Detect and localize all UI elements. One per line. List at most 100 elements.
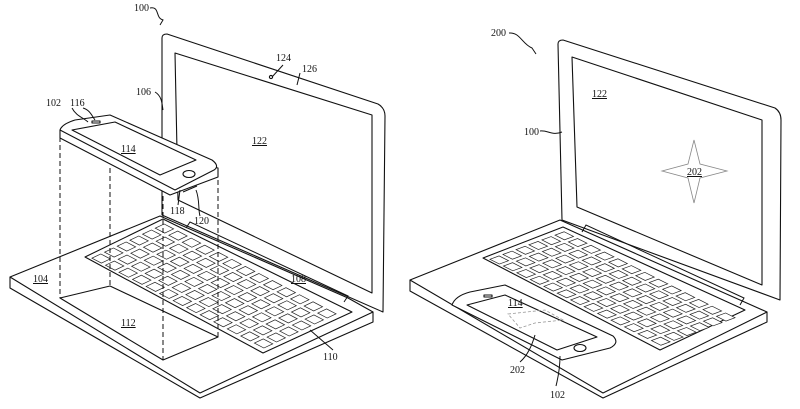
key bbox=[156, 249, 177, 260]
key bbox=[236, 279, 257, 290]
key bbox=[648, 278, 669, 288]
laptop-figure-200: 200 122 100 202 114 202 102 bbox=[409, 28, 782, 401]
key bbox=[515, 245, 536, 255]
key bbox=[278, 326, 299, 337]
key bbox=[609, 293, 630, 303]
key bbox=[263, 293, 284, 304]
key bbox=[252, 325, 273, 336]
key bbox=[276, 287, 297, 298]
key bbox=[528, 241, 549, 250]
hinge bbox=[581, 224, 745, 306]
key bbox=[117, 254, 138, 265]
key bbox=[129, 235, 150, 246]
key bbox=[240, 331, 260, 342]
key bbox=[662, 308, 683, 318]
key bbox=[237, 292, 258, 303]
key bbox=[222, 258, 243, 269]
key bbox=[568, 272, 590, 282]
key bbox=[676, 327, 697, 336]
key bbox=[688, 299, 709, 308]
ref-arrow bbox=[149, 7, 164, 26]
key bbox=[622, 288, 643, 298]
key bbox=[515, 257, 536, 267]
label-122: 122 bbox=[592, 89, 607, 100]
key bbox=[196, 270, 217, 281]
leader-lines bbox=[71, 64, 334, 351]
key bbox=[130, 248, 150, 259]
home-button bbox=[573, 343, 587, 353]
key bbox=[249, 273, 270, 284]
display-122 bbox=[571, 56, 763, 286]
label-114: 114 bbox=[121, 144, 136, 155]
key bbox=[104, 260, 125, 271]
star-image-202-phone bbox=[507, 309, 565, 329]
key bbox=[621, 265, 642, 275]
phone-screen-114 bbox=[71, 121, 197, 176]
key bbox=[634, 271, 656, 281]
key bbox=[262, 280, 283, 291]
key bbox=[582, 279, 603, 289]
label-102: 102 bbox=[550, 390, 565, 401]
key bbox=[583, 302, 604, 312]
key bbox=[582, 291, 604, 301]
key bbox=[623, 311, 644, 321]
key bbox=[594, 251, 615, 261]
key bbox=[183, 263, 204, 274]
key bbox=[595, 274, 616, 284]
key bbox=[636, 306, 657, 316]
label-114: 114 bbox=[508, 298, 523, 309]
key bbox=[648, 290, 670, 300]
key bbox=[635, 295, 657, 305]
key bbox=[223, 285, 244, 296]
key bbox=[608, 270, 629, 279]
key bbox=[226, 324, 247, 335]
key bbox=[209, 264, 230, 275]
key bbox=[569, 296, 591, 306]
reference-numerals: 122 100 202 114 202 102 bbox=[508, 89, 702, 401]
key bbox=[199, 310, 220, 321]
key bbox=[141, 229, 162, 240]
speaker bbox=[483, 294, 493, 298]
key bbox=[170, 269, 191, 280]
key bbox=[541, 247, 562, 257]
key bbox=[675, 303, 696, 313]
key bbox=[210, 278, 231, 288]
key bbox=[235, 266, 256, 276]
key bbox=[554, 231, 575, 241]
key bbox=[489, 255, 510, 265]
key bbox=[622, 300, 644, 309]
key bbox=[212, 304, 233, 315]
ref-label-200: 200 bbox=[491, 28, 506, 39]
key bbox=[689, 310, 710, 320]
key bbox=[542, 271, 563, 280]
key bbox=[197, 284, 218, 294]
key bbox=[158, 288, 179, 299]
label-108: 108 bbox=[291, 274, 306, 285]
key bbox=[650, 325, 671, 335]
key bbox=[569, 284, 590, 294]
key bbox=[195, 244, 216, 255]
hinge-108 bbox=[185, 221, 349, 303]
key bbox=[195, 257, 216, 268]
key bbox=[649, 313, 670, 323]
label-104: 104 bbox=[33, 274, 48, 285]
key bbox=[636, 318, 657, 328]
key bbox=[555, 277, 577, 287]
key bbox=[689, 322, 710, 332]
key bbox=[610, 316, 631, 326]
key bbox=[554, 242, 575, 252]
label-126: 126 bbox=[302, 64, 317, 75]
key bbox=[676, 315, 697, 325]
label-124: 124 bbox=[276, 53, 291, 64]
key bbox=[168, 243, 189, 254]
key bbox=[621, 276, 643, 286]
key bbox=[316, 308, 337, 319]
projection-lines bbox=[59, 137, 219, 360]
label-110: 110 bbox=[323, 352, 338, 363]
key bbox=[116, 241, 137, 252]
key bbox=[581, 268, 603, 277]
key bbox=[581, 244, 602, 254]
key bbox=[715, 312, 736, 322]
key bbox=[289, 294, 310, 305]
key bbox=[663, 320, 684, 330]
